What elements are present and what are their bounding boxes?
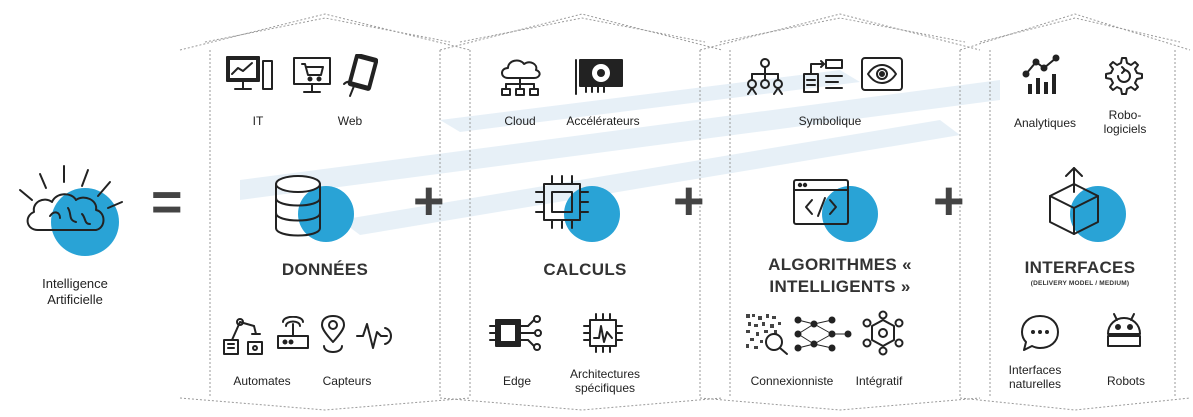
gear-icon [1105,57,1143,95]
item-automates: Automates [233,374,291,388]
item-connexionniste: Connexionniste [750,374,834,388]
brain-cloud-icon [19,165,123,256]
hierarchy-icon [747,58,783,95]
cloud-network-icon [501,59,541,96]
chip-icon [535,175,620,242]
column-title-calculs: CALCULS [543,260,627,279]
item-integratif: Intégratif [855,374,903,388]
column-title-interfaces: INTERFACES [1024,258,1136,277]
chat-bubble-icon [1021,315,1059,351]
equals-sign: = [151,172,183,232]
column-title-donnees: DONNÉES [281,260,369,279]
column-subtitle-interfaces: (DELIVERY MODEL / MEDIUM) [1030,280,1130,287]
specific-chip-icon [583,313,623,353]
item-interfaces-naturelles: Interfaces naturelles [1008,363,1062,391]
item-cloud: Cloud [504,114,536,128]
edge-chip-icon [489,315,542,351]
android-icon [1107,313,1141,347]
robot-arm-icon [223,318,263,355]
item-robots: Robots [1106,374,1146,388]
item-architectures: Architectures spécifiques [569,367,641,395]
item-analytiques: Analytiques [1013,116,1077,130]
item-symbolique: Symbolique [798,114,862,128]
gpu-card-icon [575,59,623,95]
neural-network-icon [794,316,852,352]
pulse-icon [356,323,392,349]
database-icon [275,175,354,242]
plus-sign-1: + [413,171,445,231]
qr-search-icon [746,314,788,355]
analytics-icon [1022,54,1060,94]
item-web: Web [337,114,363,128]
item-it: IT [252,114,264,128]
computer-chart-icon [226,56,273,90]
eye-scan-icon [861,57,903,91]
molecule-icon [862,310,904,356]
router-icon [277,316,309,349]
item-capteurs: Capteurs [322,374,372,388]
item-edge: Edge [502,374,532,388]
item-accelerateurs: Accélérateurs [566,114,640,128]
location-pin-icon [321,315,345,353]
flowchart-icon [803,59,843,93]
left-title: Intelligence Artificielle [42,276,108,307]
tablet-hand-icon [343,54,378,97]
code-window-icon [793,179,878,242]
item-robo-logiciels: Robo-logiciels [1103,108,1147,136]
column-title-algorithmes: ALGORITHMES « INTELLIGENTS » [768,255,912,296]
plus-sign-3: + [933,171,965,231]
plus-sign-2: + [673,171,705,231]
cart-screen-icon [293,57,331,93]
box-icon [1049,167,1126,242]
